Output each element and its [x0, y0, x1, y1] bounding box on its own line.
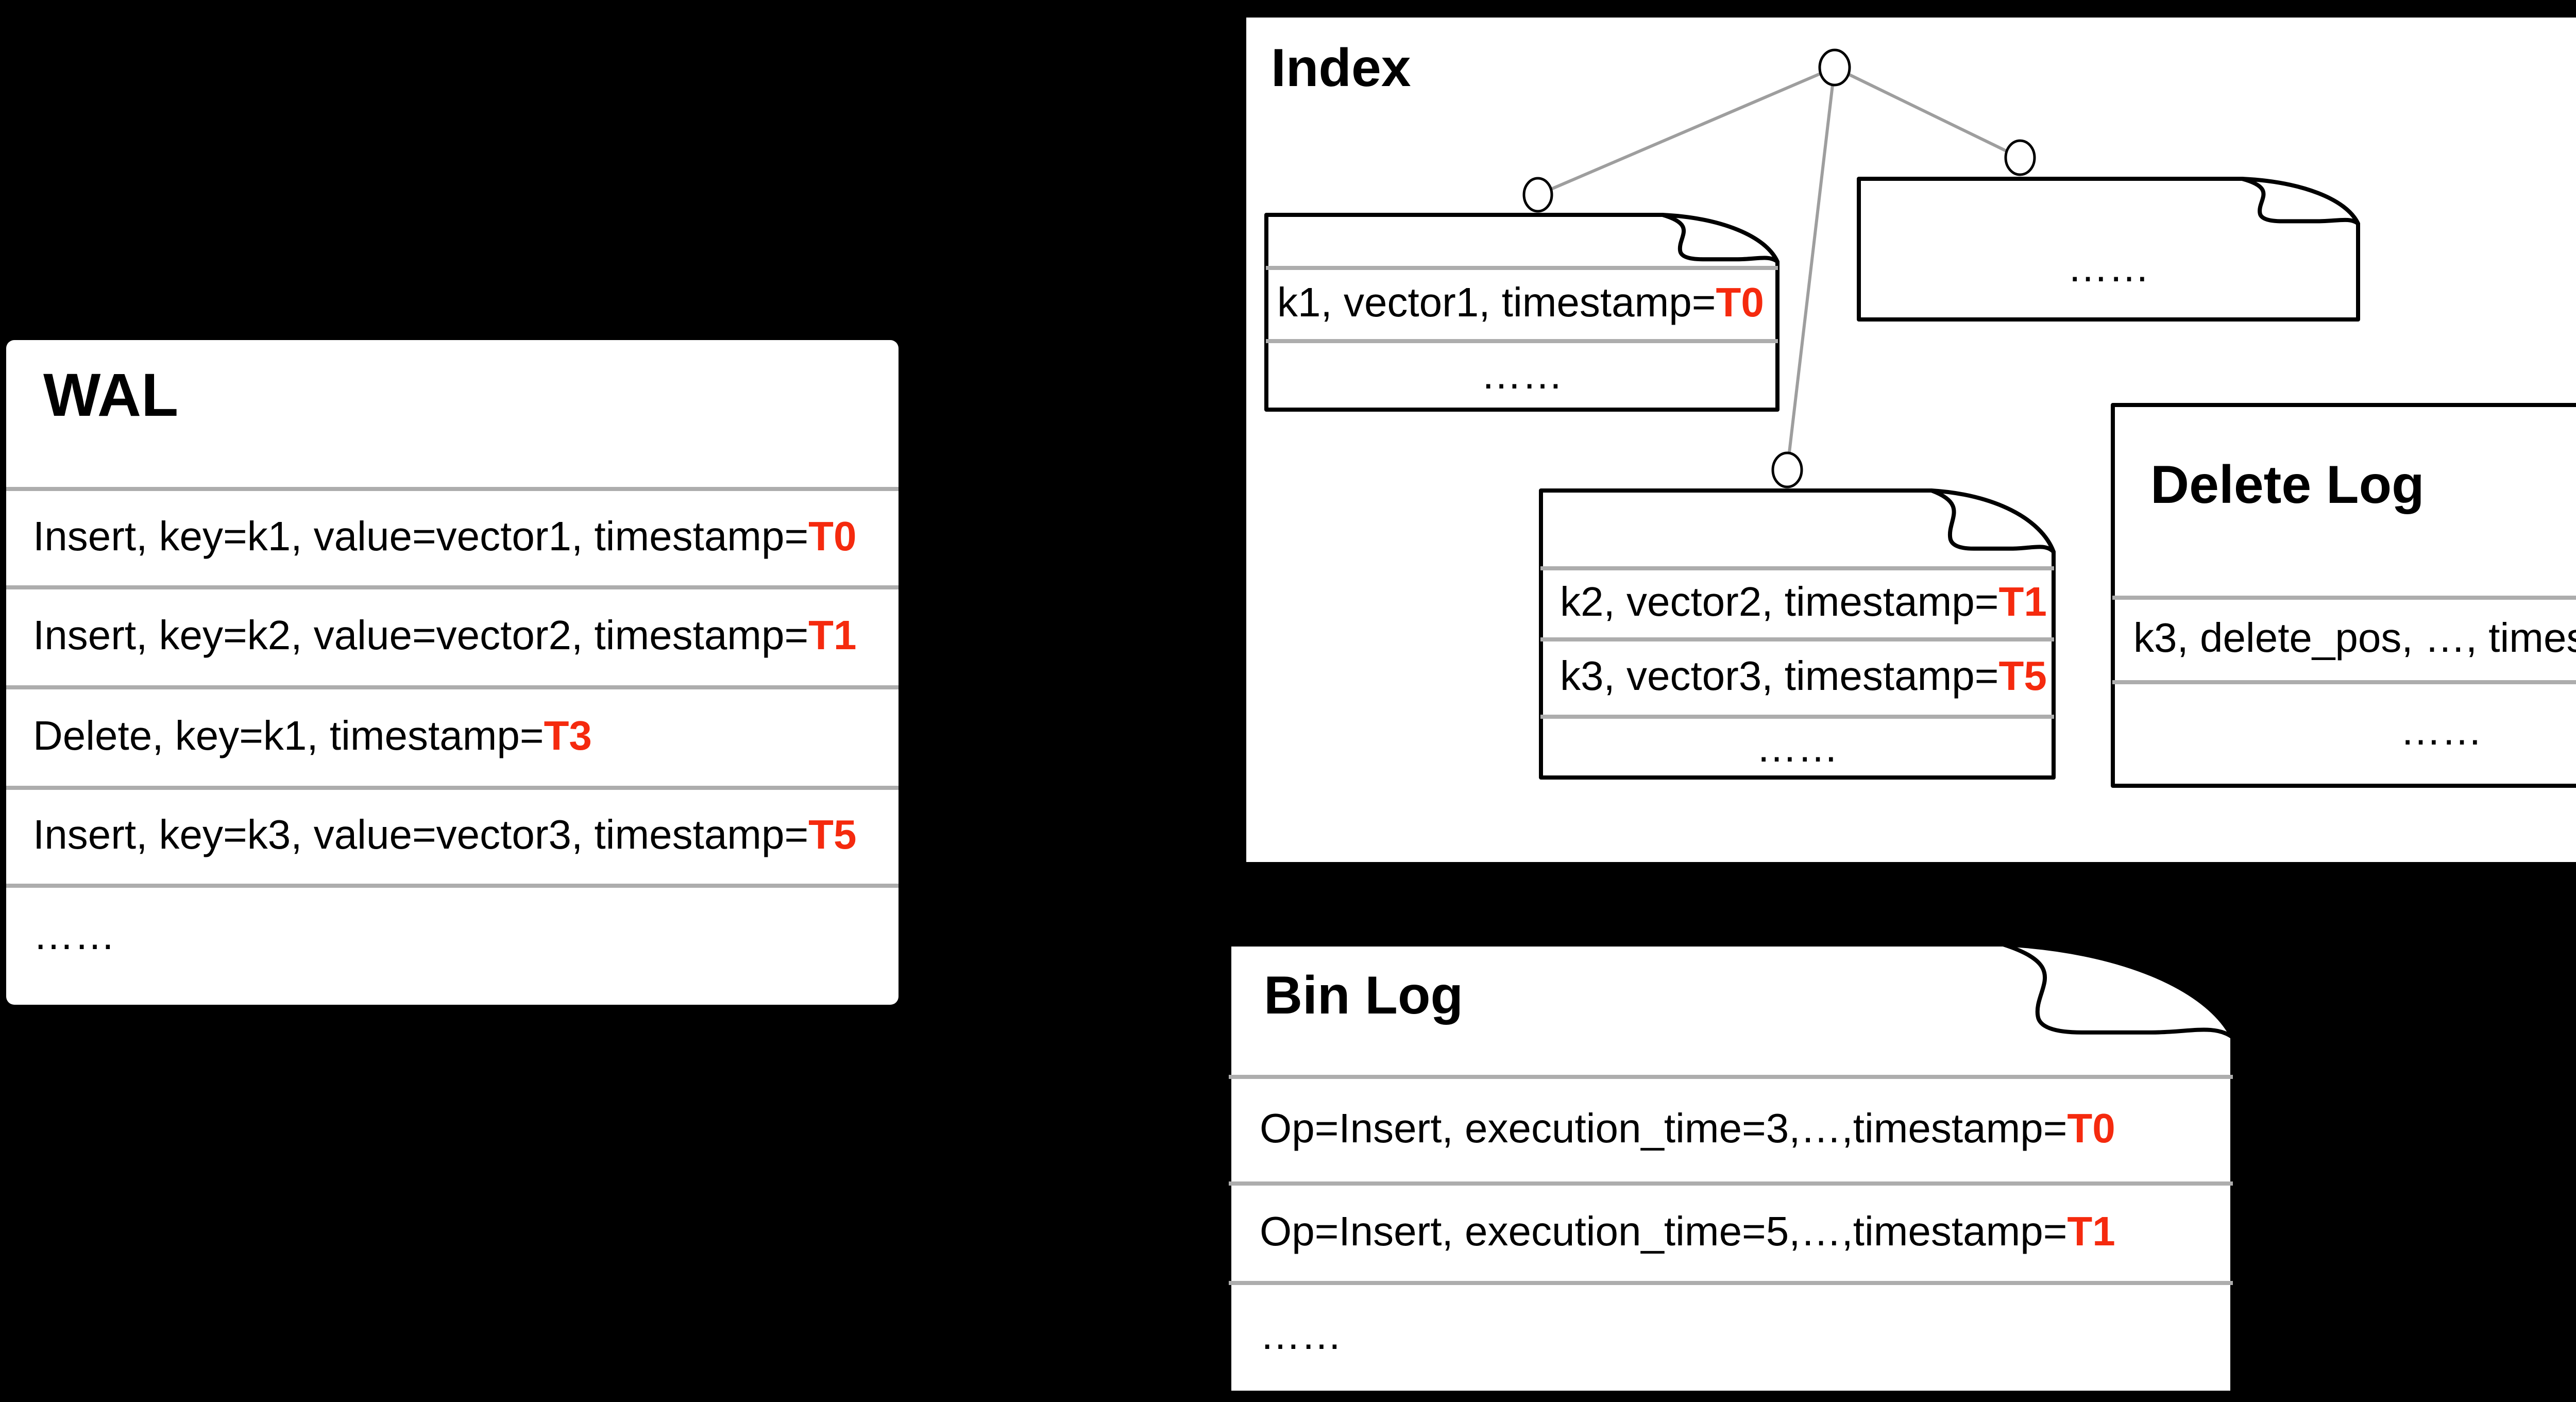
timestamp-highlight: T3: [544, 712, 592, 758]
timestamp-highlight: T5: [1998, 653, 2047, 699]
row-separator: [2112, 680, 2576, 684]
bin-log-row: Op=Insert, execution_time=3,…,timestamp=…: [1260, 1075, 2115, 1181]
tree-middle-node: [1771, 451, 1803, 488]
row-separator: [1229, 1181, 2233, 1186]
row-text: ……: [1260, 1312, 1342, 1358]
index-segment-k2k3: k2, vector2, timestamp=T1 k3, vector3, t…: [1538, 488, 2056, 780]
row-text: ……: [1481, 351, 1563, 397]
row-separator: [1540, 566, 2054, 570]
delete-log-document: Delete Log k3, delete_pos, …, timestamp=…: [2110, 402, 2576, 788]
row-separator: [6, 487, 899, 491]
row-text: Op=Insert, execution_time=3,…,timestamp=: [1260, 1105, 2067, 1151]
timestamp-highlight: T0: [808, 513, 857, 559]
row-separator: [6, 786, 899, 790]
wal-row: Delete, key=k1, timestamp=T3: [33, 685, 592, 786]
tree-edge: [1786, 67, 1836, 470]
paper-fold-shape: [1539, 488, 2056, 780]
row-separator: [1229, 1281, 2233, 1285]
tree-left-node: [1522, 177, 1553, 213]
bin-log-row: Op=Insert, execution_time=5,…,timestamp=…: [1260, 1181, 2115, 1281]
paper-fold-shape: [1857, 177, 2360, 322]
wal-box: WAL Insert, key=k1, value=vector1, times…: [6, 340, 899, 1005]
wal-row: Insert, key=k3, value=vector3, timestamp…: [33, 786, 857, 884]
row-text: Insert, key=k3, value=vector3, timestamp…: [33, 812, 809, 857]
paper-fold-shape: [1264, 213, 1780, 412]
tree-root-node: [1818, 48, 1851, 87]
timestamp-highlight: T1: [808, 612, 857, 658]
row-text: Insert, key=k1, value=vector1, timestamp…: [33, 513, 809, 559]
tree-right-node: [2004, 139, 2036, 176]
row-text: Delete, key=k1, timestamp=: [33, 712, 544, 758]
index-segment-k1: k1, vector1, timestamp=T0 ……: [1264, 212, 1780, 412]
row-text: ……: [1756, 724, 1839, 770]
segment-row-ellipsis: ……: [1538, 715, 2056, 780]
row-text: Insert, key=k2, value=vector2, timestamp…: [33, 612, 809, 658]
row-text: k3, vector3, timestamp=: [1560, 653, 1999, 699]
bin-log-title: Bin Log: [1264, 966, 1464, 1025]
paper-fold-shape: [2111, 403, 2576, 788]
paper-fold-shape: [1227, 942, 2234, 1395]
index-segment-other: ……: [1856, 176, 2361, 322]
delete-log-title: Delete Log: [2150, 455, 2425, 515]
row-separator: [6, 884, 899, 888]
row-separator: [6, 585, 899, 589]
row-separator: [1229, 1075, 2233, 1079]
row-text: ……: [33, 912, 115, 958]
timestamp-highlight: T0: [2067, 1105, 2115, 1151]
timestamp-highlight: T5: [808, 812, 857, 857]
tree-edge: [1834, 66, 2021, 159]
segment-row: k2, vector2, timestamp=T1: [1560, 566, 2047, 637]
wal-title: WAL: [43, 361, 179, 429]
row-text: k3, delete_pos, …, timestamp=: [2133, 615, 2576, 661]
segment-row: k3, vector3, timestamp=T5: [1560, 637, 2047, 715]
index-title: Index: [1271, 38, 1411, 98]
wal-row: Insert, key=k1, value=vector1, timestamp…: [33, 487, 857, 585]
index-tree: [1522, 48, 2036, 488]
bin-log-row-ellipsis: ……: [1260, 1281, 1342, 1389]
timestamp-highlight: T1: [2067, 1208, 2115, 1254]
row-text: ……: [2067, 244, 2150, 290]
timestamp-highlight: T0: [1716, 279, 1764, 325]
bin-log-document: Bin Log Op=Insert, execution_time=3,…,ti…: [1227, 942, 2235, 1395]
tree-edge: [1537, 66, 1836, 196]
row-separator: [1540, 637, 2054, 641]
segment-row-ellipsis: ……: [1856, 212, 2361, 322]
index-panel: Index k1, vector1, timestamp=T0 …… …… k2…: [1242, 13, 2576, 867]
delete-log-row-ellipsis: ……: [2110, 680, 2576, 781]
segment-row-ellipsis: ……: [1264, 339, 1780, 410]
timestamp-highlight: T1: [1998, 579, 2047, 624]
segment-row: k1, vector1, timestamp=T0: [1277, 266, 1764, 339]
row-separator: [1266, 266, 1778, 270]
row-text: ……: [2400, 707, 2483, 753]
row-separator: [2112, 596, 2576, 600]
wal-row: Insert, key=k2, value=vector2, timestamp…: [33, 585, 857, 685]
row-separator: [1540, 715, 2054, 719]
wal-row-ellipsis: ……: [33, 884, 115, 987]
row-text: Op=Insert, execution_time=5,…,timestamp=: [1260, 1208, 2067, 1254]
row-separator: [1266, 339, 1778, 343]
row-separator: [6, 685, 899, 689]
row-text: k1, vector1, timestamp=: [1277, 279, 1716, 325]
row-text: k2, vector2, timestamp=: [1560, 579, 1999, 624]
delete-log-row: k3, delete_pos, …, timestamp=T3: [2133, 596, 2576, 680]
